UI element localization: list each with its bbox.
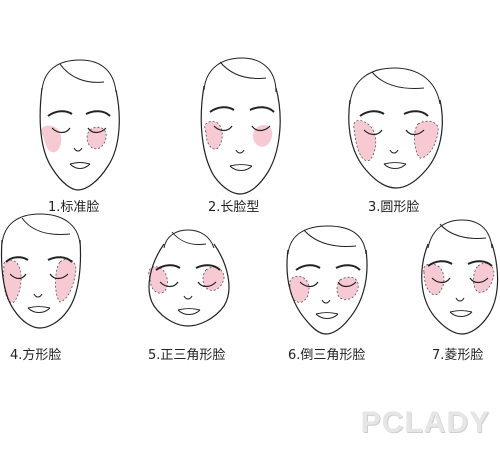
eye-left — [299, 281, 319, 288]
brow-right — [85, 110, 111, 117]
blush-right — [55, 258, 77, 303]
hair — [1, 213, 81, 245]
brow-right — [47, 256, 73, 263]
blush-left — [148, 266, 168, 294]
nose — [321, 299, 331, 304]
eye-left — [213, 125, 233, 132]
brow-left — [427, 260, 453, 267]
face-square — [0, 213, 82, 329]
blush-right — [473, 262, 495, 293]
label-triangle-face: 5.正三角形脸 — [148, 348, 226, 363]
nose — [33, 293, 43, 298]
face-outline — [148, 243, 230, 327]
face-long — [200, 57, 281, 195]
blush-left — [3, 259, 22, 303]
mouth — [27, 306, 51, 313]
mouth — [315, 312, 339, 319]
label-round-face: 3.圆形脸 — [368, 200, 420, 215]
brow-right — [467, 260, 493, 267]
mouth — [177, 308, 201, 315]
brow-left — [5, 256, 29, 263]
brow-left — [359, 110, 385, 117]
face-inverted-triangle — [286, 225, 368, 335]
eye-right — [87, 127, 107, 134]
hair — [163, 229, 215, 249]
blush-left — [289, 276, 310, 303]
eye-right — [405, 129, 425, 136]
eye-left — [159, 281, 179, 288]
eye-right — [469, 277, 489, 284]
face-triangle — [148, 229, 230, 327]
eye-left — [51, 127, 71, 134]
watermark-logo: PCLADY — [360, 406, 490, 439]
hair — [203, 57, 277, 93]
blush-right — [86, 126, 107, 150]
nose — [73, 147, 83, 152]
face-outline — [421, 243, 499, 335]
label-diamond-face: 7.菱形脸 — [432, 348, 484, 363]
blush-left — [353, 120, 377, 162]
eye-right — [337, 281, 357, 288]
brow-right — [249, 106, 275, 113]
mouth — [69, 162, 91, 169]
eye-left — [9, 273, 27, 280]
eye-right — [251, 125, 271, 132]
blush-right — [336, 276, 359, 300]
face-outline — [39, 87, 120, 191]
mouth — [383, 162, 407, 169]
label-standard-face: 1.标准脸 — [48, 200, 100, 215]
hair — [427, 219, 493, 249]
mouth — [449, 310, 473, 317]
brow-right — [335, 264, 361, 271]
blush-left — [204, 121, 223, 150]
face-outline — [200, 85, 281, 195]
brow-left — [155, 264, 181, 271]
nose — [389, 149, 399, 154]
brow-right — [403, 110, 429, 117]
label-long-face: 2.长脸型 — [208, 200, 260, 215]
blush-right — [253, 125, 273, 147]
eye-right — [49, 273, 69, 280]
brow-left — [47, 110, 73, 117]
brow-left — [209, 106, 235, 113]
blush-left — [41, 125, 62, 153]
eye-left — [431, 277, 451, 284]
face-outline — [348, 99, 443, 189]
nose — [235, 149, 245, 154]
eye-left — [363, 129, 383, 136]
hair — [41, 59, 117, 93]
face-standard — [39, 59, 120, 191]
face-round — [348, 67, 443, 189]
nose — [183, 295, 193, 300]
face-outline — [0, 239, 82, 329]
hair — [287, 225, 367, 255]
hair — [349, 67, 441, 105]
brow-left — [295, 264, 321, 271]
face-diamond — [421, 219, 499, 335]
blush-right — [414, 120, 439, 159]
label-inverted-triangle-face: 6.倒三角形脸 — [288, 348, 366, 363]
face-outline — [286, 249, 368, 335]
nose — [455, 297, 465, 302]
label-square-face: 4.方形脸 — [10, 348, 62, 363]
eye-right — [197, 281, 217, 288]
mouth — [229, 164, 253, 171]
brow-right — [195, 264, 221, 271]
